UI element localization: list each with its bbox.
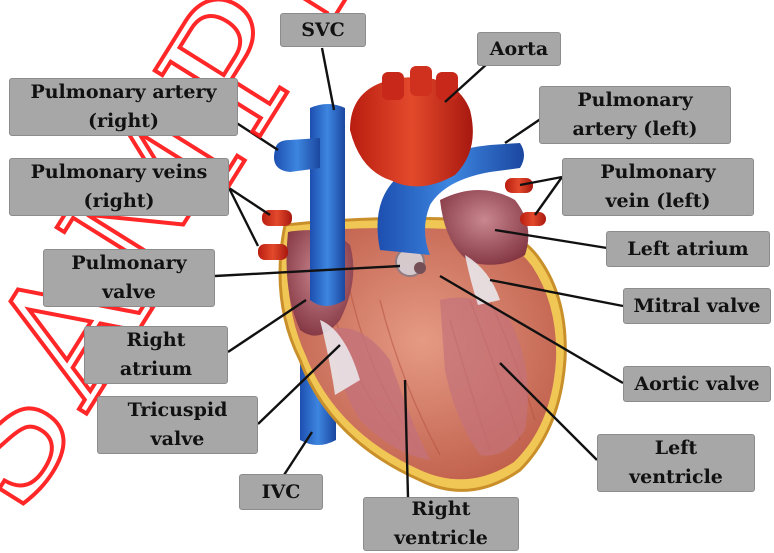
label-right-atrium: Right atrium <box>84 326 228 384</box>
label-mitral-valve-text: Mitral valve <box>624 292 770 321</box>
label-line-1: Pulmonary veins <box>10 158 228 187</box>
label-aortic-valve: Aortic valve <box>623 366 771 402</box>
aorta-vessel <box>350 66 473 186</box>
label-line-1: Pulmonary <box>44 249 214 278</box>
label-line-2: (right) <box>10 107 237 136</box>
label-left-atrium: Left atrium <box>606 231 770 267</box>
label-line-2: artery (left) <box>540 115 730 144</box>
label-line-1: Right <box>364 495 518 524</box>
label-ivc-text: IVC <box>240 478 322 507</box>
label-line-2: ventricle <box>598 463 754 492</box>
label-pulmonary-artery-right: Pulmonary artery (right) <box>9 78 238 136</box>
label-pulmonary-veins-right: Pulmonary veins (right) <box>9 158 229 216</box>
label-line-2: vein (left) <box>563 187 753 216</box>
label-svc-text: SVC <box>281 16 365 45</box>
label-line-1: Right <box>85 326 227 355</box>
label-line-2: valve <box>98 425 257 454</box>
label-line-1: Left <box>598 434 754 463</box>
label-svc: SVC <box>280 13 366 47</box>
label-pulmonary-artery-left: Pulmonary artery (left) <box>539 86 731 144</box>
label-aortic-valve-text: Aortic valve <box>624 370 770 399</box>
label-left-ventricle: Left ventricle <box>597 434 755 492</box>
label-aorta: Aorta <box>477 32 561 66</box>
label-left-atrium-text: Left atrium <box>607 235 769 264</box>
label-line-1: Pulmonary artery <box>10 78 237 107</box>
svc-vessel <box>310 104 345 306</box>
pulmonary-artery-right-vessel <box>274 138 320 172</box>
label-line-1: Pulmonary <box>563 158 753 187</box>
label-line-1: Tricuspid <box>98 396 257 425</box>
label-pulmonary-valve: Pulmonary valve <box>43 249 215 307</box>
label-line-2: (right) <box>10 187 228 216</box>
label-pulmonary-vein-left: Pulmonary vein (left) <box>562 158 754 216</box>
label-mitral-valve: Mitral valve <box>623 288 771 324</box>
label-line-2: valve <box>44 278 214 307</box>
label-right-ventricle: Right ventricle <box>363 497 519 551</box>
label-aorta-text: Aorta <box>478 35 560 64</box>
label-tricuspid-valve: Tricuspid valve <box>97 396 258 454</box>
label-ivc: IVC <box>239 474 323 510</box>
label-line-1: Pulmonary <box>540 86 730 115</box>
label-line-2: ventricle <box>364 524 518 553</box>
label-line-2: atrium <box>85 355 227 384</box>
